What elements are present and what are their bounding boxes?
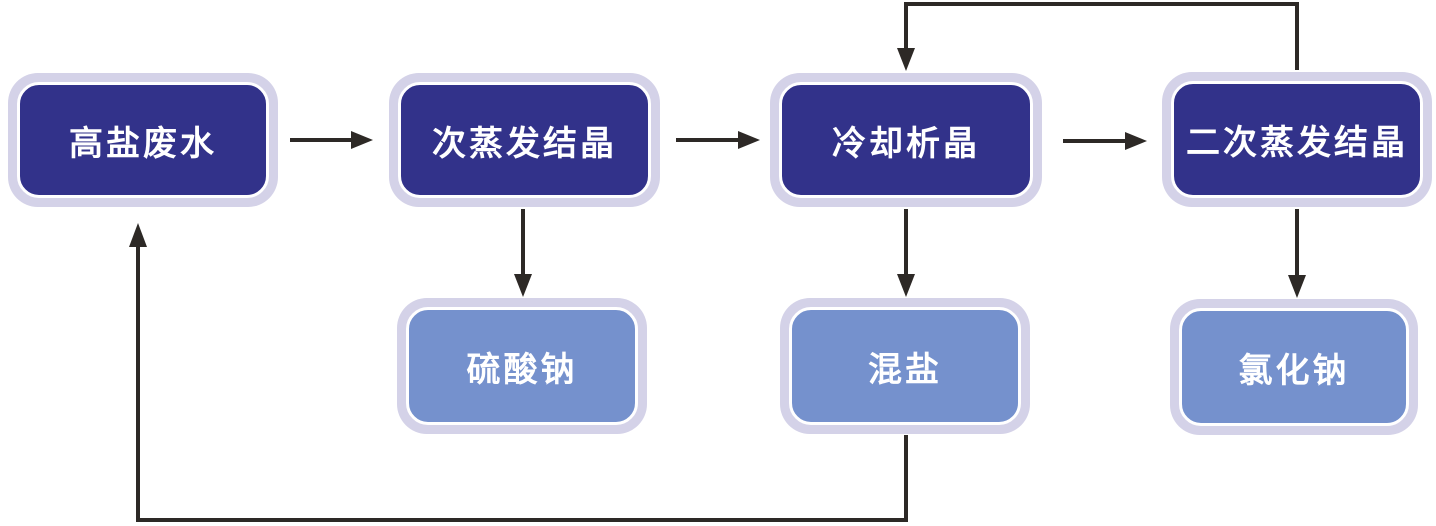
- arrowhead-down-icon: [514, 274, 532, 297]
- node-label: 冷却析晶: [779, 82, 1033, 198]
- arrowhead-right-icon: [738, 131, 760, 149]
- node-high-salt-wastewater: 高盐废水: [8, 73, 278, 207]
- edge-wastewater-to-primary-evap: [290, 131, 373, 149]
- node-label: 混盐: [789, 307, 1021, 425]
- arrowhead-right-icon: [351, 131, 373, 149]
- edge-cooling-to-mixed-salt: [897, 209, 915, 297]
- edge-secondary-evap-to-sodium-chloride: [1288, 209, 1306, 298]
- edge-primary-evap-to-cooling: [676, 131, 760, 149]
- node-label: 高盐废水: [17, 82, 269, 198]
- node-sodium-sulfate: 硫酸钠: [397, 298, 647, 434]
- arrowhead-up-icon: [129, 223, 147, 247]
- node-cooling-crystallization: 冷却析晶: [770, 73, 1042, 207]
- node-label: 硫酸钠: [406, 307, 638, 425]
- arrowhead-down-icon: [1288, 275, 1306, 298]
- arrowhead-right-icon: [1125, 132, 1147, 150]
- node-sodium-chloride: 氯化钠: [1170, 299, 1418, 435]
- node-secondary-evaporation-crystallization: 二次蒸发结晶: [1162, 72, 1432, 207]
- edge-primary-evap-to-sodium-sulfate: [514, 209, 532, 297]
- node-mixed-salt: 混盐: [780, 298, 1030, 434]
- node-primary-evaporation-crystallization: 次蒸发结晶: [389, 73, 660, 207]
- arrowhead-down-icon: [897, 274, 915, 297]
- arrowhead-down-icon: [897, 48, 915, 71]
- node-label: 二次蒸发结晶: [1171, 81, 1423, 198]
- node-label: 氯化钠: [1179, 308, 1409, 426]
- edge-cooling-to-secondary-evap: [1063, 132, 1147, 150]
- edge-secondary-evap-to-cooling-feedback: [897, 2, 1299, 71]
- node-label: 次蒸发结晶: [398, 82, 651, 198]
